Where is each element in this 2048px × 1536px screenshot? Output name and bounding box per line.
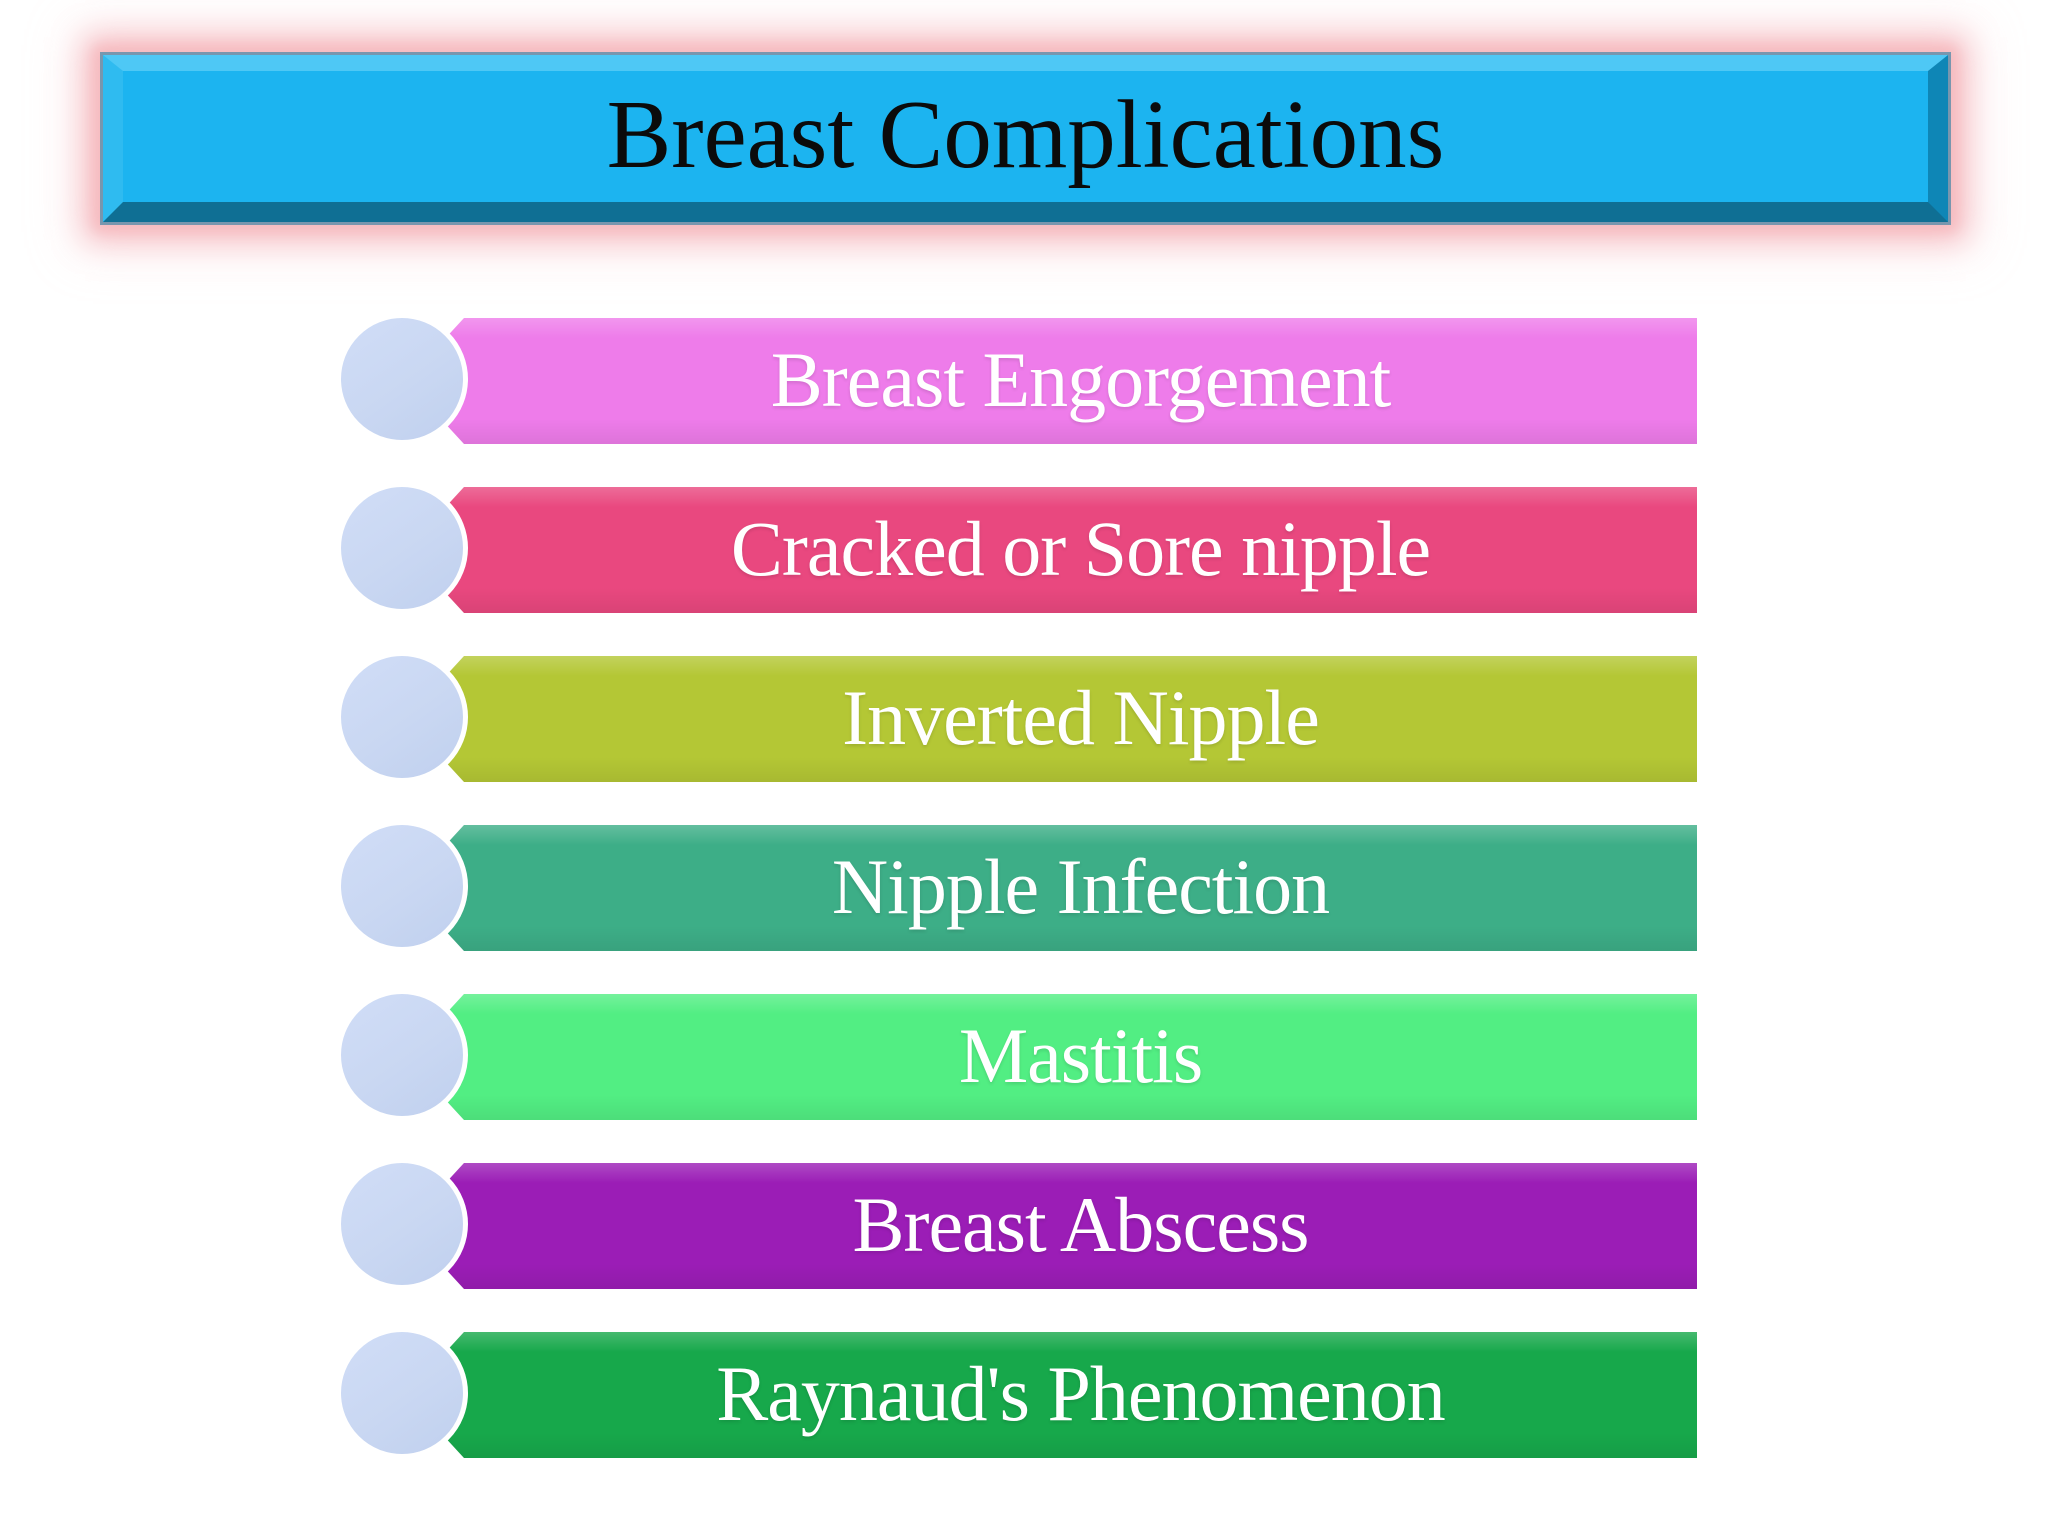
item-bullet-circle: [336, 651, 468, 783]
list-item: Breast Abscess: [0, 1158, 2048, 1290]
item-label: Breast Engorgement: [770, 336, 1392, 423]
item-label: Cracked or Sore nipple: [730, 505, 1431, 592]
slide-title-text: Breast Complications: [606, 81, 1445, 188]
item-banner: Nipple Infection: [406, 825, 1697, 951]
item-banner: Breast Engorgement: [406, 318, 1697, 444]
item-banner: Raynaud's Phenomenon: [406, 1332, 1697, 1458]
list-item: Breast Engorgement: [0, 313, 2048, 445]
item-label: Nipple Infection: [831, 843, 1330, 930]
item-label: Inverted Nipple: [842, 674, 1320, 761]
item-banner: Inverted Nipple: [406, 656, 1697, 782]
list-item: Inverted Nipple: [0, 651, 2048, 783]
list-item: Raynaud's Phenomenon: [0, 1327, 2048, 1459]
item-label: Mastitis: [958, 1012, 1203, 1099]
item-bullet-circle: [336, 482, 468, 614]
item-label: Raynaud's Phenomenon: [716, 1350, 1445, 1437]
item-bullet-circle: [336, 313, 468, 445]
item-bullet-circle: [336, 1158, 468, 1290]
item-bullet-circle: [336, 820, 468, 952]
item-bullet-circle: [336, 989, 468, 1121]
item-banner: Cracked or Sore nipple: [406, 487, 1697, 613]
item-banner: Mastitis: [406, 994, 1697, 1120]
list-item: Mastitis: [0, 989, 2048, 1121]
item-bullet-circle: [336, 1327, 468, 1459]
list-item: Cracked or Sore nipple: [0, 482, 2048, 614]
item-label: Breast Abscess: [852, 1181, 1309, 1268]
item-banner: Breast Abscess: [406, 1163, 1697, 1289]
slide-title-box: Breast Complications: [103, 55, 1948, 222]
list-item: Nipple Infection: [0, 820, 2048, 952]
